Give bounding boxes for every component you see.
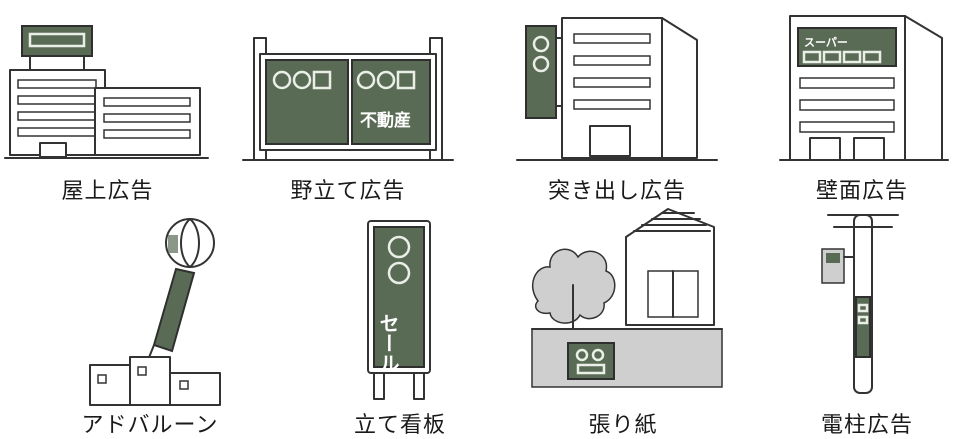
standing-sign-illustration: セール [367, 220, 431, 400]
label-standing-sign: 立て看板 [353, 413, 446, 438]
standing-billboard-panel: 不動産 野立て広告 [238, 8, 458, 208]
utility-pole-illustration [821, 214, 899, 394]
ad-balloon-illustration [89, 218, 221, 406]
roof-tiles [633, 212, 711, 232]
poster-panel: 張り紙 [518, 205, 728, 438]
standing-sign-panel: セール 立て看板 [330, 215, 470, 438]
standing-sign-text: セール [376, 313, 400, 373]
utility-pole-panel: 電柱広告 [780, 205, 954, 438]
rooftop-ad-illustration [4, 25, 209, 159]
balloon-banner [152, 267, 196, 353]
label-poster: 張り紙 [588, 413, 658, 438]
label-wall-ad: 壁面広告 [815, 179, 908, 204]
projecting-sign-panel: 突き出し広告 [512, 8, 722, 208]
label-utility-pole-ad: 電柱広告 [820, 413, 913, 438]
label-projecting-sign: 突き出し広告 [547, 179, 686, 204]
label-ad-balloon: アドバルーン [81, 413, 219, 438]
billboard-text: 不動産 [360, 110, 411, 131]
wall-ad-illustration: スーパー [779, 15, 949, 161]
wall-ad-panel: スーパー 壁面広告 [770, 8, 954, 208]
label-rooftop-ad: 屋上広告 [61, 179, 154, 204]
rooftop-ad-panel: 屋上広告 [0, 8, 215, 208]
rooftop-sign [21, 25, 93, 57]
projecting-sign-illustration [516, 17, 718, 161]
wall-sign-text: スーパー [804, 36, 848, 49]
standing-sign-board [373, 226, 425, 368]
standing-billboard-illustration: 不動産 [242, 37, 454, 161]
poster-illustration [531, 208, 723, 388]
windows [573, 33, 651, 110]
ad-balloon-panel: アドバルーン [60, 215, 240, 438]
label-standing-billboard: 野立て広告 [290, 179, 406, 204]
